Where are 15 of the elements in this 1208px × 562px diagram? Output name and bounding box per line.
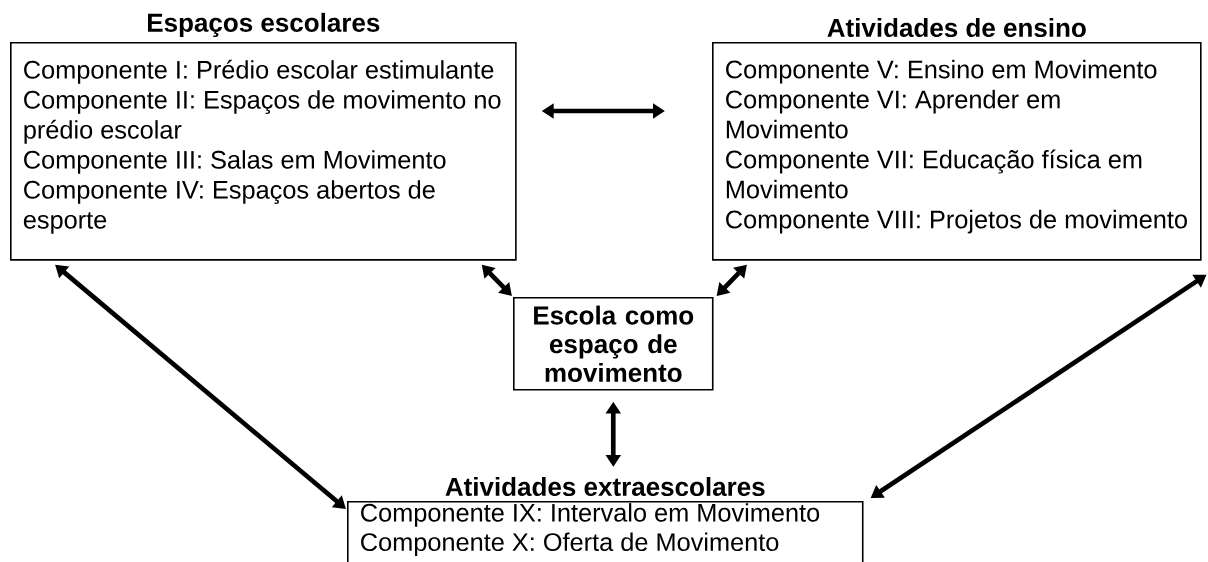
text-box <box>513 297 714 391</box>
component-text: Componente VI: Aprender em Movimento <box>726 89 1060 139</box>
component-text: Componente IV: Espaços abertos de esporte <box>23 180 435 234</box>
component-text: Componente VII: Educação física em Movimento <box>726 149 1142 199</box>
component-text: Componente I: Prédio escolar estimulante <box>24 59 494 84</box>
heading: Atividades extraescolares <box>445 477 765 497</box>
component-text: Componente IX: Intervalo em Movimento <box>361 503 820 527</box>
node-text: Escola como espaço de movimento <box>534 305 694 382</box>
component-text: Componente II: Espaços de movimento no prédio escolar <box>24 90 501 144</box>
heading: Espaços escolares <box>148 12 380 38</box>
component-text: Componente III: Salas em Movimento <box>24 150 446 174</box>
component-text: Componente V: Ensino em Movimento <box>726 59 1157 84</box>
heading: Atividades de ensino <box>827 18 1086 38</box>
component-text: Componente VIII: Projetos de movimento <box>726 209 1187 234</box>
component-text: Componente X: Oferta de Movimento <box>361 532 779 557</box>
